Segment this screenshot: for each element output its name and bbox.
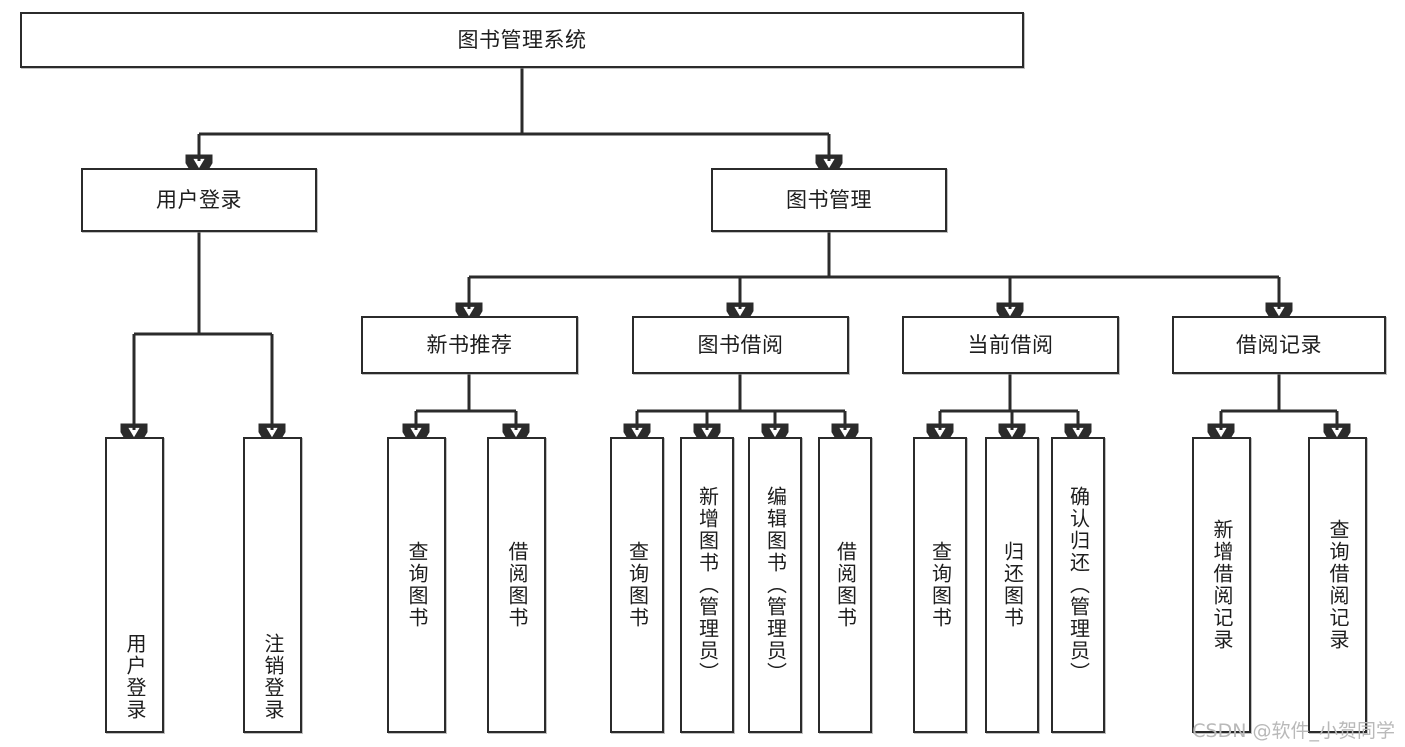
edge-borrow-book-bus-left <box>637 374 742 413</box>
node-label: 借阅图书 <box>833 541 858 629</box>
leaf-borrow-book[interactable]: 借阅图书 <box>818 437 872 733</box>
edge-book-mgmt-bus-left <box>469 232 831 279</box>
leaf-return-book[interactable]: 归还图书 <box>985 437 1039 733</box>
node-current-borrow[interactable]: 当前借阅 <box>902 316 1119 374</box>
node-label: 借阅图书 <box>505 541 529 629</box>
node-label: 查询图书 <box>928 541 953 629</box>
node-book-management[interactable]: 图书管理 <box>711 168 947 232</box>
leaf-borrow-book-recommend[interactable]: 借阅图书 <box>487 437 546 733</box>
node-label: 用户登录 <box>156 187 242 212</box>
node-label: 查询图书 <box>405 541 429 629</box>
leaf-query-book-recommend[interactable]: 查询图书 <box>387 437 446 733</box>
node-label: 归还图书 <box>1000 541 1025 629</box>
node-new-book-recommend[interactable]: 新书推荐 <box>361 316 578 374</box>
node-label: 注销登录 <box>261 633 285 721</box>
node-label: 新增借阅记录 <box>1210 519 1234 651</box>
node-borrow-record[interactable]: 借阅记录 <box>1172 316 1386 374</box>
leaf-query-book[interactable]: 查询图书 <box>610 437 664 733</box>
node-label: 图书管理 <box>786 187 872 212</box>
leaf-query-borrow-record[interactable]: 查询借阅记录 <box>1308 437 1367 733</box>
node-label: 图书管理系统 <box>457 27 587 52</box>
leaf-edit-book-admin[interactable]: 编辑图书（管理员） <box>748 437 802 733</box>
node-label: 图书借阅 <box>697 332 784 357</box>
node-label: 查询图书 <box>625 541 650 629</box>
node-label: 用户登录 <box>123 633 147 721</box>
leaf-confirm-return-admin[interactable]: 确认归还（管理员） <box>1051 437 1105 733</box>
watermark-text: CSDN @软件_小贺同学 <box>1192 720 1395 742</box>
node-label: 编辑图书（管理员） <box>763 486 788 684</box>
leaf-add-book-admin[interactable]: 新增图书（管理员） <box>680 437 734 733</box>
edge-new-book-bus-left <box>416 374 471 413</box>
node-label: 新增图书（管理员） <box>695 486 720 684</box>
edge-root-to-user-login <box>199 68 524 136</box>
node-book-borrow[interactable]: 图书借阅 <box>632 316 849 374</box>
leaf-query-book-current[interactable]: 查询图书 <box>913 437 967 733</box>
edge-current-borrow-bus-left <box>940 374 1012 413</box>
leaf-user-login[interactable]: 用户登录 <box>105 437 164 733</box>
node-label: 借阅记录 <box>1236 332 1322 357</box>
node-label: 新书推荐 <box>426 332 513 357</box>
leaf-user-logout[interactable]: 注销登录 <box>243 437 302 733</box>
node-label: 查询借阅记录 <box>1326 519 1350 651</box>
node-user-login[interactable]: 用户登录 <box>81 168 317 232</box>
node-label: 当前借阅 <box>967 332 1054 357</box>
leaf-add-borrow-record[interactable]: 新增借阅记录 <box>1192 437 1251 733</box>
edge-user-login-bus-left <box>134 232 201 336</box>
edge-borrow-record-bus-left <box>1221 374 1281 413</box>
node-root-system[interactable]: 图书管理系统 <box>20 12 1024 68</box>
node-label: 确认归还（管理员） <box>1066 486 1091 684</box>
